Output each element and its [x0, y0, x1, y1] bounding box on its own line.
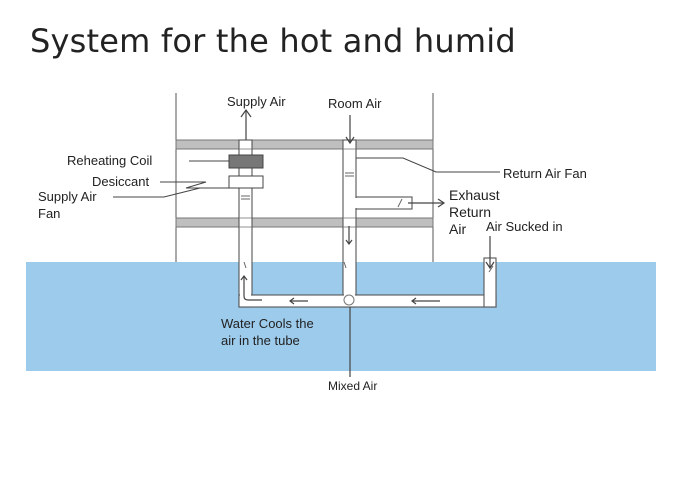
- water-cools-label-line1: Water Cools the: [221, 316, 314, 331]
- reheating-coil-block: [228, 154, 264, 169]
- exhaust-duct: [355, 196, 413, 210]
- supply-air-fan-label-line1: Supply Air: [38, 189, 97, 204]
- upper-slab: [175, 139, 434, 150]
- water-body: [26, 262, 656, 371]
- exhaust-label-line3: Air: [449, 221, 467, 237]
- desiccant-block: [228, 175, 264, 189]
- page-title: System for the hot and humid: [30, 22, 516, 60]
- exhaust-label-line2: Return: [449, 204, 492, 220]
- flow-arrows: [240, 108, 495, 377]
- leader-lines: [113, 157, 500, 198]
- air-sucked-in-label: Air Sucked in: [486, 219, 563, 234]
- desiccant-label: Desiccant: [92, 174, 150, 189]
- reheating-coil-label: Reheating Coil: [67, 153, 153, 168]
- return-air-fan-label: Return Air Fan: [503, 166, 587, 181]
- fan-marks: [241, 172, 494, 273]
- mixed-air-label: Mixed Air: [328, 379, 378, 393]
- room-air-label: Room Air: [328, 96, 382, 111]
- duct-system: [238, 139, 497, 308]
- water-cools-label-line2: air in the tube: [221, 333, 300, 348]
- mixed-air-node: [343, 294, 355, 306]
- supply-air-label: Supply Air: [227, 94, 286, 109]
- exhaust-label-line1: Exhaust: [449, 187, 500, 203]
- lower-slab: [175, 217, 434, 228]
- supply-air-fan-label-line2: Fan: [38, 206, 61, 221]
- horizontal-cooling-tube: [238, 294, 497, 308]
- room-air-duct: [342, 139, 357, 308]
